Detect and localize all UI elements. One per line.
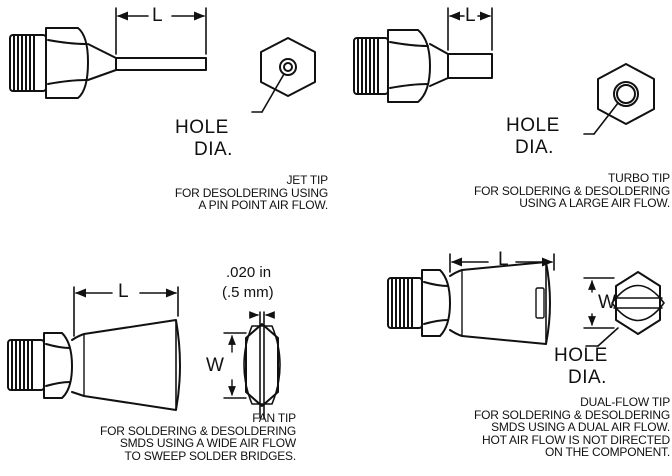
jet-hole-label: HOLE — [175, 117, 229, 138]
fan-gap-inch-label: .020 in — [226, 264, 272, 281]
dual-hole-dia-label: DIA. — [568, 367, 607, 388]
dual-hole-label: HOLE — [554, 345, 608, 366]
fan-width-label: W — [206, 355, 225, 376]
caption-line: TO SWEEP SOLDER BRIDGES. — [124, 448, 297, 463]
jet-tip-side-view — [9, 7, 207, 99]
turbo-tip-caption: TURBO TIP FOR SOLDERING & DESOLDERING US… — [390, 172, 670, 210]
caption-line: JET TIP — [286, 173, 328, 187]
caption-line: FOR SOLDERING & DESOLDERING — [474, 407, 670, 422]
caption-line: TURBO TIP — [608, 171, 670, 185]
caption-line: ON THE COMPONENT. — [544, 445, 670, 459]
caption-line: FOR SOLDERING & DESOLDERING — [474, 183, 670, 198]
caption-line: FAN TIP — [252, 411, 296, 425]
turbo-hole-dia-label: DIA. — [515, 137, 554, 158]
dual-flow-tip-caption: DUAL-FLOW TIP FOR SOLDERING & DESOLDERIN… — [390, 396, 670, 459]
caption-line: A PIN POINT AIR FLOW. — [198, 198, 328, 212]
caption-line: FOR SOLDERING & DESOLDERING — [100, 423, 296, 438]
turbo-dimension-label: L — [465, 5, 477, 26]
fan-tip-caption: FAN TIP FOR SOLDERING & DESOLDERING SMDS… — [40, 412, 296, 462]
caption-line: SMDS USING A WIDE AIR FLOW — [119, 436, 296, 450]
caption-line: SMDS USING A DUAL AIR FLOW. — [491, 420, 670, 434]
turbo-tip-side-view — [353, 7, 493, 103]
fan-gap-mm-label: (.5 mm) — [222, 284, 274, 301]
fan-tip-side-view — [7, 286, 181, 411]
caption-line: DUAL-FLOW TIP — [580, 395, 670, 409]
dual-width-label: W — [598, 292, 617, 313]
dual-dimension-label: L — [498, 249, 510, 270]
jet-hole-dia-label: DIA. — [194, 139, 233, 160]
jet-dimension-label: L — [152, 5, 164, 26]
dual-flow-tip-side-view — [387, 253, 555, 345]
dual-flow-tip-end-view — [583, 271, 665, 347]
caption-line: FOR DESOLDERING USING — [174, 185, 328, 200]
turbo-hole-label: HOLE — [506, 115, 560, 136]
jet-tip-caption: JET TIP FOR DESOLDERING USING A PIN POIN… — [110, 174, 328, 212]
fan-tip-end-view — [223, 311, 281, 419]
caption-line: HOT AIR FLOW IS NOT DIRECTED — [482, 432, 670, 447]
turbo-tip-end-view — [583, 63, 655, 135]
fan-dimension-label: L — [118, 281, 130, 302]
caption-line: USING A LARGE AIR FLOW. — [519, 196, 670, 210]
jet-tip-end-view — [251, 37, 316, 113]
